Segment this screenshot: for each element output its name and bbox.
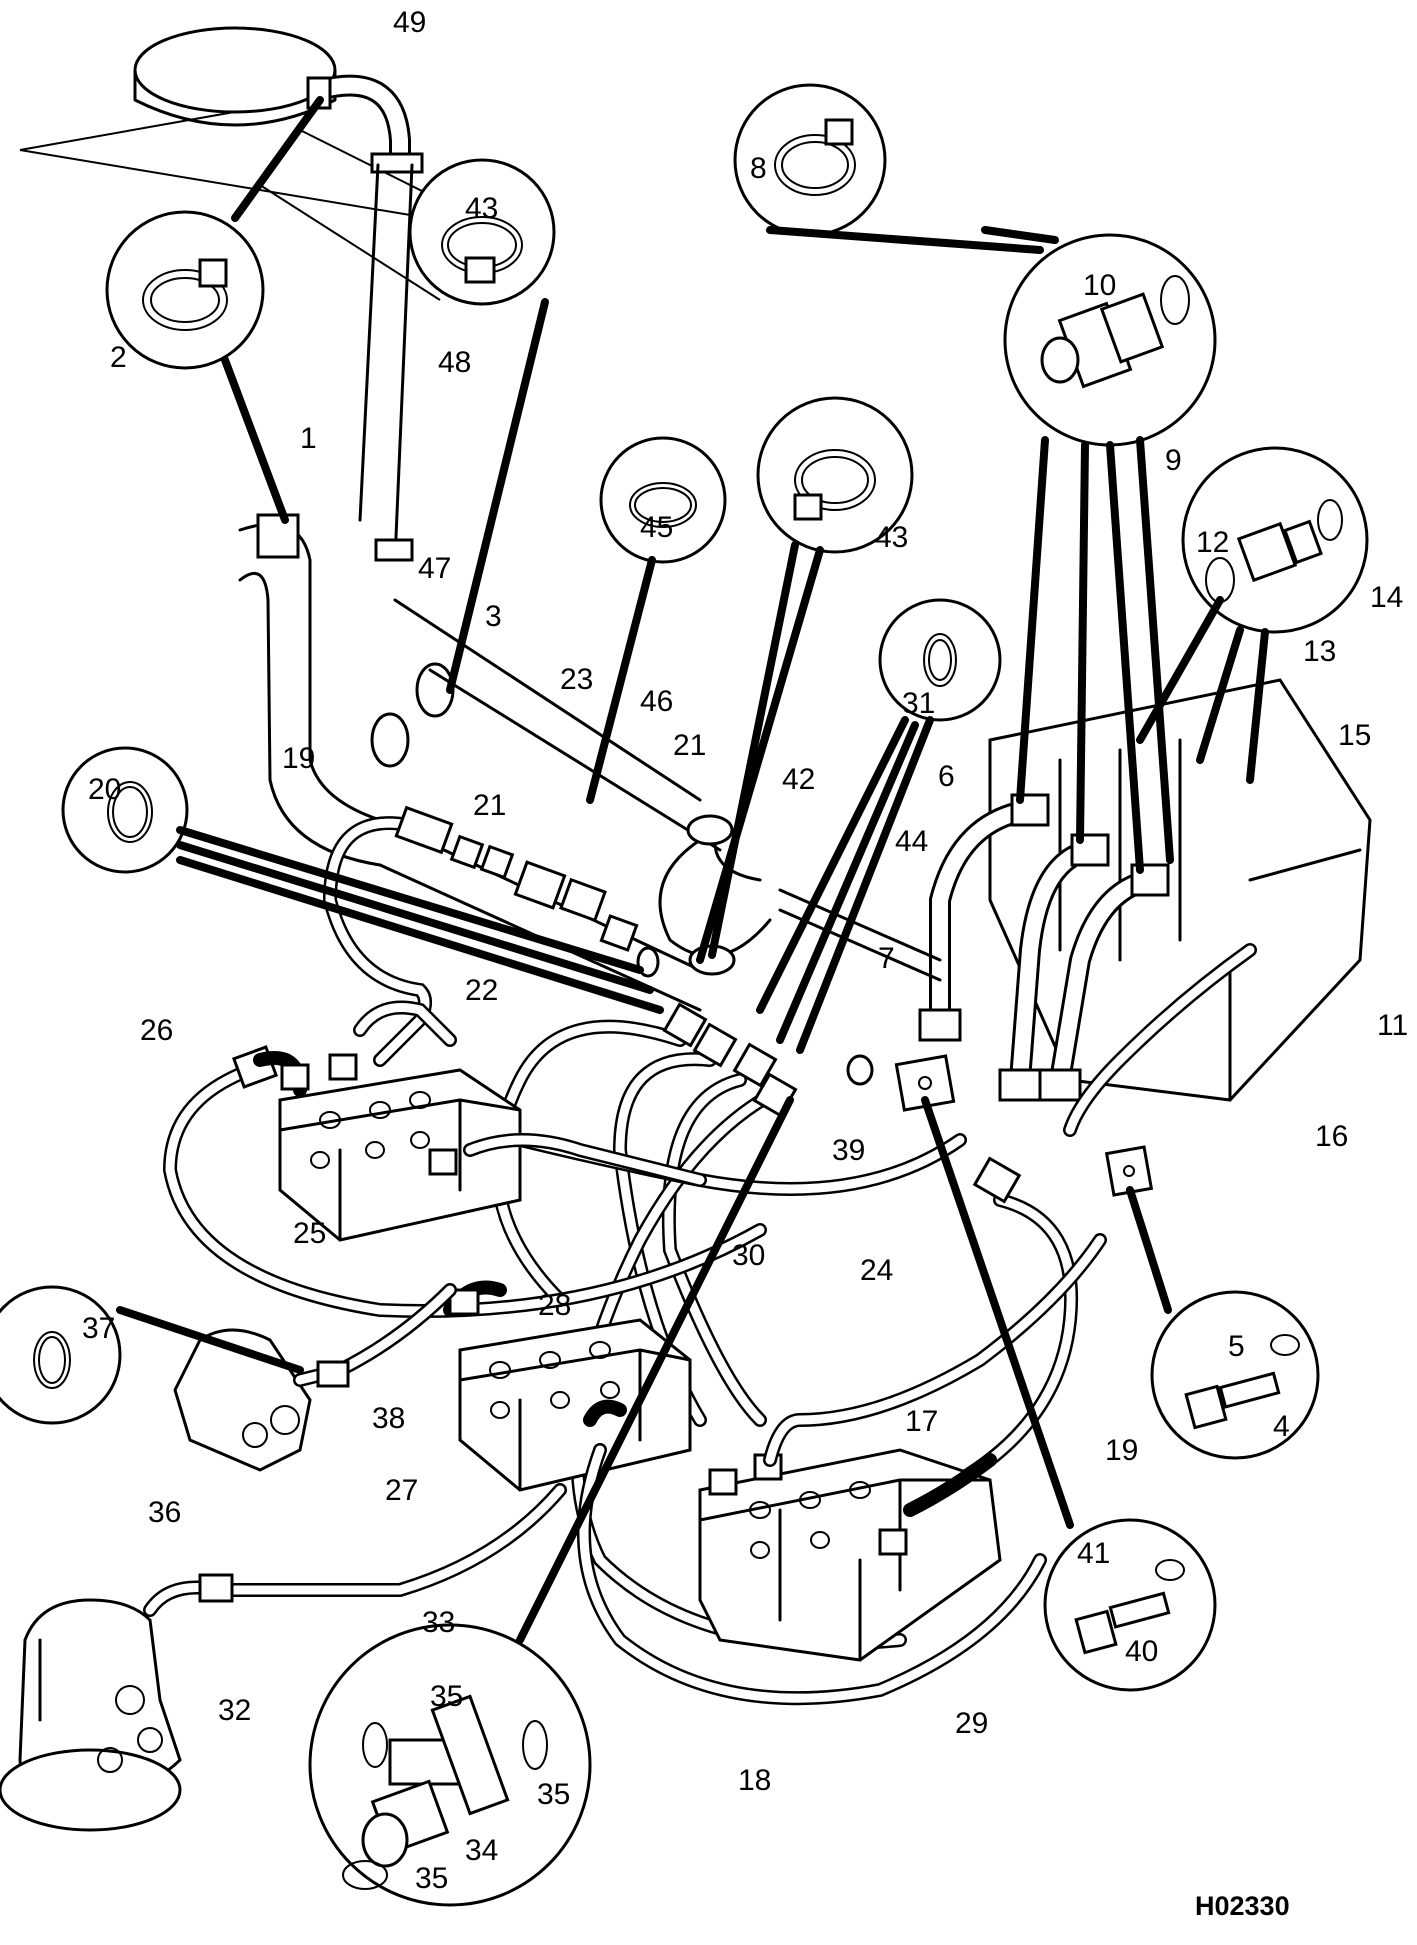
detail-circle-34-35: [308, 1623, 592, 1907]
aux-valve-29: [698, 1233, 1107, 1662]
callout-45: 45: [640, 511, 673, 544]
callout-17: 17: [905, 1405, 938, 1438]
fittings-21-22-23: [394, 805, 660, 978]
callout-22: 22: [465, 974, 498, 1007]
callout-37: 37: [82, 1312, 115, 1345]
callout-4: 4: [1273, 1410, 1290, 1443]
callout-29: 29: [955, 1707, 988, 1740]
callout-20: 20: [88, 773, 121, 806]
return-pipe-48: [358, 163, 414, 562]
callout-10: 10: [1083, 269, 1116, 302]
hose-18: [577, 1443, 1047, 1706]
detail-circle-4-5: [1150, 1290, 1320, 1460]
callout-34: 34: [465, 1834, 498, 1867]
callout-8: 8: [750, 152, 767, 185]
detail-circle-40-41: [1043, 1518, 1217, 1692]
hose-19-lower: [953, 943, 1257, 1487]
callout-21-right: 21: [673, 729, 706, 762]
callout-44: 44: [895, 825, 928, 858]
callout-40: 40: [1125, 1635, 1158, 1668]
detail-circle-2: [105, 210, 265, 370]
callout-25: 25: [293, 1217, 326, 1250]
callout-2: 2: [110, 341, 127, 374]
callout-19-top: 19: [282, 742, 315, 775]
detail-circle-31: [878, 598, 1002, 722]
callout-27: 27: [385, 1474, 418, 1507]
callout-35-right: 35: [537, 1778, 570, 1811]
callout-23: 23: [560, 663, 593, 696]
hose-26: [162, 1045, 767, 1318]
detail-circle-20: [61, 746, 189, 874]
figure-reference: H02330: [1195, 1891, 1290, 1921]
callout-33: 33: [422, 1606, 455, 1639]
component-32: [0, 1598, 182, 1832]
callout-7: 7: [878, 942, 895, 975]
callout-6: 6: [938, 760, 955, 793]
callout-14: 14: [1370, 581, 1403, 614]
callout-24: 24: [860, 1254, 893, 1287]
callout-38: 38: [372, 1402, 405, 1435]
detail-circle-43-top: [408, 158, 556, 306]
callout-31: 31: [902, 687, 935, 720]
callout-28: 28: [538, 1289, 571, 1322]
callout-11: 11: [1377, 1009, 1408, 1042]
detail-circle-12-13-14: [1181, 446, 1369, 634]
hose-42-loop: [658, 814, 772, 976]
callout-9: 9: [1165, 444, 1182, 477]
callout-1: 1: [300, 422, 317, 455]
return-elbow-49: [306, 74, 424, 174]
callout-12: 12: [1196, 526, 1229, 559]
detail-circle-45: [599, 436, 727, 564]
callout-41: 41: [1077, 1537, 1110, 1570]
callout-18: 18: [738, 1764, 771, 1797]
callout-21-left: 21: [473, 789, 506, 822]
callout-13: 13: [1303, 635, 1336, 668]
callout-35-top: 35: [430, 1680, 463, 1713]
leader-lines: [116, 96, 1269, 1644]
callout-32: 32: [218, 1694, 251, 1727]
callout-3: 3: [485, 600, 502, 633]
callout-43-top: 43: [465, 192, 498, 225]
callout-35-bottom: 35: [415, 1862, 448, 1895]
callout-5: 5: [1228, 1330, 1245, 1363]
suction-hose-1: [238, 513, 382, 867]
detail-circle-43-mid: [756, 396, 914, 554]
detail-circle-9-10: [1003, 233, 1217, 447]
hose-47: [393, 598, 722, 852]
aux-valve-25: [278, 1000, 707, 1242]
callout-48: 48: [438, 346, 471, 379]
detail-circle-37: [0, 1285, 122, 1425]
callout-30: 30: [732, 1239, 765, 1272]
hose-19-top: [322, 816, 437, 1067]
callout-46: 46: [640, 685, 673, 718]
clamp-bracket-39: [846, 1054, 1154, 1197]
callout-26: 26: [140, 1014, 173, 1047]
callout-labels: 49 43 8 48 2 10 9 1 45 43 12 14 13 47 3 …: [82, 6, 1408, 1895]
aux-valve-27: [443, 1280, 692, 1492]
callout-36: 36: [148, 1496, 181, 1529]
callout-43-mid: 43: [875, 521, 908, 554]
detail-circle-8: [733, 83, 887, 237]
hose-33: [143, 1483, 567, 1617]
filler-cap: [133, 26, 337, 127]
callout-16: 16: [1315, 1120, 1348, 1153]
callout-47: 47: [418, 552, 451, 585]
callout-39: 39: [832, 1134, 865, 1167]
callout-49: 49: [393, 6, 426, 39]
callout-19-bottom: 19: [1105, 1434, 1138, 1467]
callout-42: 42: [782, 763, 815, 796]
callout-15: 15: [1338, 719, 1371, 752]
